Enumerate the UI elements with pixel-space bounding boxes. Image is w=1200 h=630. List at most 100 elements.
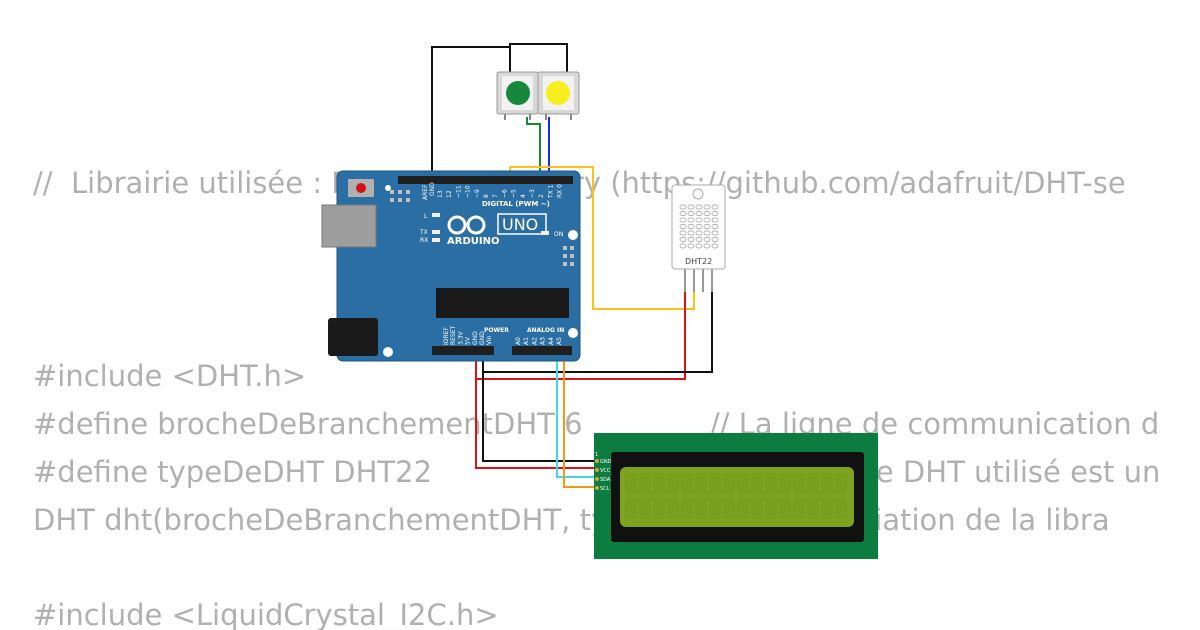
analog-pin-label: A0 bbox=[515, 337, 522, 345]
lcd-pin-gnd: GND bbox=[600, 459, 612, 465]
digital-pin-label: ~10 bbox=[465, 185, 472, 198]
power-header bbox=[432, 346, 494, 355]
power-pin-label: 5V bbox=[465, 336, 472, 345]
digital-pin-label: ~3 bbox=[529, 189, 536, 198]
lcd-cell bbox=[695, 498, 707, 519]
lcd-cell bbox=[681, 498, 693, 519]
lcd-cell bbox=[709, 498, 721, 519]
aref-pin-label: AREF bbox=[422, 184, 429, 200]
lcd-display[interactable]: 1 GND VCC SDA SCL bbox=[594, 433, 878, 559]
analog-pin-label: A4 bbox=[548, 337, 555, 345]
grille-hole bbox=[703, 204, 711, 210]
grille-hole bbox=[695, 230, 703, 236]
lcd-cell bbox=[667, 498, 679, 519]
grille-hole bbox=[687, 230, 695, 236]
button-legs bbox=[504, 114, 572, 120]
lcd-cell bbox=[835, 473, 847, 494]
grille-hole bbox=[695, 224, 703, 229]
led-tx-label: TX bbox=[419, 229, 428, 236]
infinity-logo bbox=[447, 215, 486, 235]
lcd-cell bbox=[653, 473, 665, 494]
lcd-cell bbox=[737, 498, 749, 519]
lcd-cell bbox=[765, 498, 777, 519]
lcd-cell bbox=[779, 498, 791, 519]
lcd-cell bbox=[751, 473, 763, 494]
lcd-cell bbox=[695, 473, 707, 494]
lcd-pin-vcc: VCC bbox=[600, 468, 611, 474]
grille-hole bbox=[711, 237, 719, 242]
lcd-cell bbox=[793, 473, 805, 494]
power-pin-label: IOREF bbox=[443, 327, 450, 345]
wire-button-gnd bbox=[431, 46, 511, 181]
analog-header bbox=[512, 346, 572, 355]
digital-pin-label: 13 bbox=[437, 190, 444, 198]
code-line-include-lcd: #include <LiquidCrystal_I2C.h> bbox=[33, 598, 499, 630]
grille-hole bbox=[687, 204, 695, 210]
usb-port bbox=[321, 204, 377, 248]
digital-pin-label: ~9 bbox=[474, 189, 481, 198]
grille-hole bbox=[703, 243, 711, 249]
lcd-cell bbox=[639, 473, 651, 494]
analog-pin-label: A5 bbox=[556, 337, 563, 345]
model-label: UNO bbox=[502, 215, 538, 234]
analog-in-label: ANALOG IN bbox=[527, 327, 564, 334]
push-button-green[interactable] bbox=[496, 71, 539, 115]
grille-hole bbox=[711, 230, 719, 236]
digital-pin-label: ~6 bbox=[501, 189, 508, 198]
lcd-cell bbox=[653, 498, 665, 519]
lcd-cell bbox=[625, 473, 637, 494]
grille-hole bbox=[679, 230, 687, 236]
power-label: POWER bbox=[484, 327, 509, 334]
grille-hole bbox=[711, 224, 719, 229]
push-button-yellow[interactable] bbox=[537, 71, 580, 115]
grille-hole bbox=[711, 204, 719, 210]
lcd-cell bbox=[681, 473, 693, 494]
led-l-label: L bbox=[424, 213, 428, 220]
digital-pin-label: ~5 bbox=[511, 189, 518, 198]
lcd-cell bbox=[667, 473, 679, 494]
button-cap-green bbox=[506, 81, 530, 105]
digital-pin-label: RX 0 bbox=[557, 184, 564, 198]
grille-hole bbox=[703, 217, 711, 223]
sensor-grille bbox=[679, 204, 719, 249]
digital-header bbox=[398, 176, 573, 184]
lcd-cell bbox=[639, 498, 651, 519]
analog-pin-label: A2 bbox=[531, 337, 538, 345]
digital-pin-label: 4 bbox=[520, 194, 527, 198]
power-pin-label: 3.3V bbox=[457, 330, 464, 345]
lcd-cell bbox=[807, 498, 819, 519]
lcd-cell bbox=[737, 473, 749, 494]
grille-hole bbox=[703, 237, 711, 242]
led-on-label: ON bbox=[554, 231, 563, 238]
power-jack bbox=[328, 318, 378, 356]
dht22-sensor[interactable]: DHT22 bbox=[671, 184, 726, 292]
lcd-cell bbox=[751, 498, 763, 519]
mounting-hole bbox=[385, 185, 391, 191]
grille-hole bbox=[679, 217, 687, 223]
lcd-cell bbox=[625, 498, 637, 519]
digital-pwm-label: DIGITAL (PWM ~) bbox=[482, 200, 550, 208]
grille-hole bbox=[687, 237, 695, 242]
lcd-pin-scl: SCL bbox=[600, 486, 610, 492]
mounting-hole bbox=[383, 347, 393, 357]
button-cap-yellow bbox=[546, 81, 570, 105]
grille-hole bbox=[679, 211, 687, 216]
digital-pin-label: ~11 bbox=[455, 185, 462, 198]
grille-hole bbox=[703, 224, 711, 229]
wires bbox=[431, 43, 713, 488]
grille-hole bbox=[703, 211, 711, 216]
code-line-include-dht: #include <DHT.h> bbox=[33, 359, 307, 393]
analog-pin-label: A3 bbox=[540, 337, 547, 345]
wire-dht-vcc bbox=[475, 292, 686, 380]
lcd-pin-one-marker: 1 bbox=[595, 452, 598, 458]
arduino-uno-board[interactable]: ARDUINO UNO DIGITAL (PWM ~) L TX RX ON P… bbox=[321, 170, 581, 362]
grille-hole bbox=[679, 237, 687, 242]
code-line-comment-pin: // La ligne de communication d bbox=[710, 407, 1160, 441]
wire-dht-data bbox=[509, 166, 695, 310]
grille-hole bbox=[687, 224, 695, 229]
analog-pin-label: A1 bbox=[523, 337, 530, 345]
mounting-hole bbox=[568, 328, 578, 338]
wire-green-button bbox=[526, 117, 541, 181]
